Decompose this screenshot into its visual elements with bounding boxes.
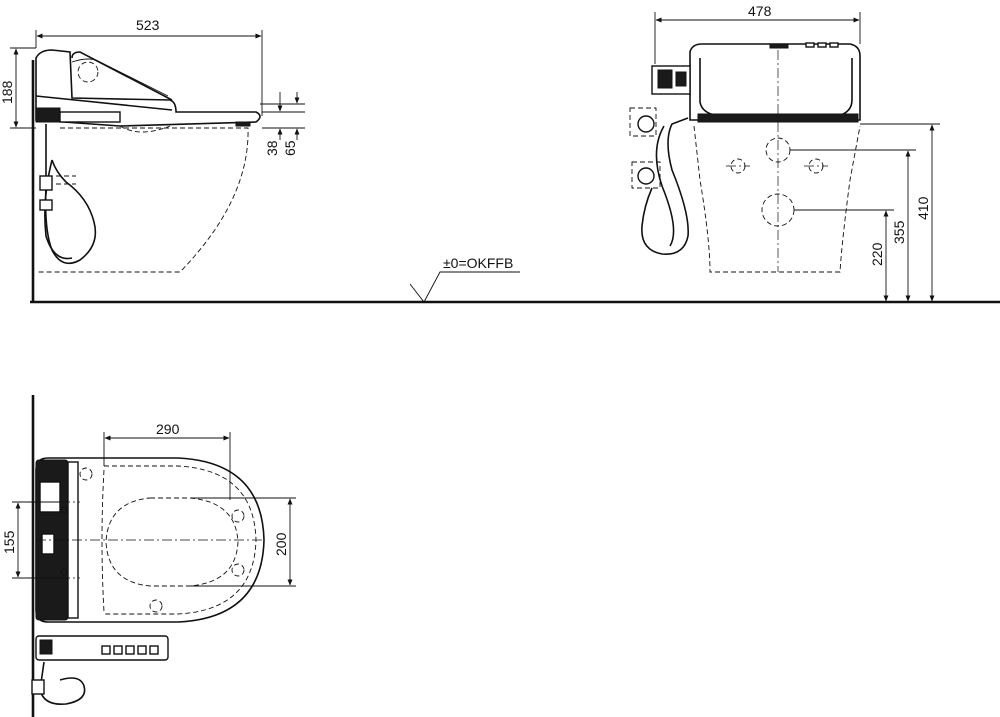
top-water-hose [39, 661, 86, 706]
front-lid-front [699, 58, 853, 117]
side-seat-shell [35, 95, 173, 111]
side-view: 523 188 38 65 [0, 17, 305, 273]
top-bumper-1 [231, 509, 245, 523]
side-front-bumper [235, 121, 251, 127]
side-seat-body [35, 49, 261, 127]
side-base-plate [59, 111, 121, 123]
side-lid [71, 51, 173, 101]
front-indicator-3 [829, 42, 839, 48]
front-valve [637, 115, 655, 133]
top-bumper-4 [79, 467, 93, 481]
top-remote-btn-5 [101, 645, 111, 655]
top-rear-unit-slot [41, 533, 55, 555]
dim-label-65: 65 [282, 140, 298, 156]
front-control-box-detail [657, 69, 673, 89]
side-nozzle-marker [77, 61, 99, 83]
top-bumper-3 [149, 599, 163, 613]
dim-label-220: 220 [869, 242, 885, 266]
side-water-hose [44, 124, 97, 265]
front-filter-box [631, 161, 661, 189]
top-remote-btn-2 [125, 645, 135, 655]
front-water-hose [641, 117, 689, 255]
top-remote-btn-4 [149, 645, 159, 655]
front-control-strip [769, 43, 789, 49]
front-control-box-detail-2 [675, 71, 687, 87]
top-bumper-2 [231, 563, 245, 577]
dim-label-155: 155 [1, 530, 17, 554]
side-lid-top [71, 58, 169, 97]
front-seat-body [689, 43, 861, 121]
front-water-hose-inner [655, 125, 675, 247]
top-rear-unit-panel [39, 481, 61, 513]
top-remote-btn-3 [137, 645, 147, 655]
top-valve [31, 679, 45, 695]
dim-label-523: 523 [136, 17, 160, 33]
top-remote-btn-1 [113, 645, 123, 655]
top-seat-outline [35, 457, 265, 623]
side-inner-bowl [119, 125, 171, 133]
dim-label-290: 290 [156, 421, 180, 437]
dim-label-200: 200 [273, 532, 289, 556]
top-bowl-rim [101, 469, 105, 613]
dim-label-38: 38 [264, 140, 280, 156]
dim-label-188: 188 [0, 80, 15, 104]
side-bowl-outline [36, 127, 249, 273]
dim-label-410: 410 [915, 196, 931, 220]
side-valve [39, 175, 53, 191]
floor-line-group: ±0=OKFFB [30, 60, 1000, 717]
top-view: 290 155 200 [1, 421, 296, 706]
floor-reference-label: ±0=OKFFB [443, 255, 513, 271]
front-filter [637, 167, 655, 185]
front-valve-box [629, 107, 657, 137]
front-indicator-1 [805, 42, 815, 48]
side-valve-2 [39, 199, 53, 211]
side-hinge-block [35, 107, 61, 123]
front-indicator-2 [817, 42, 827, 48]
front-view: 478 220 355 410 [629, 3, 940, 302]
top-bolt-1 [60, 506, 68, 514]
top-bolt-2 [60, 568, 68, 576]
top-remote-display [39, 639, 53, 655]
dim-label-355: 355 [891, 220, 907, 244]
dim-label-478: 478 [748, 3, 772, 19]
top-bowl-opening [105, 497, 239, 587]
floor-reference-leader [409, 271, 520, 303]
front-bowl-outline [693, 125, 861, 273]
